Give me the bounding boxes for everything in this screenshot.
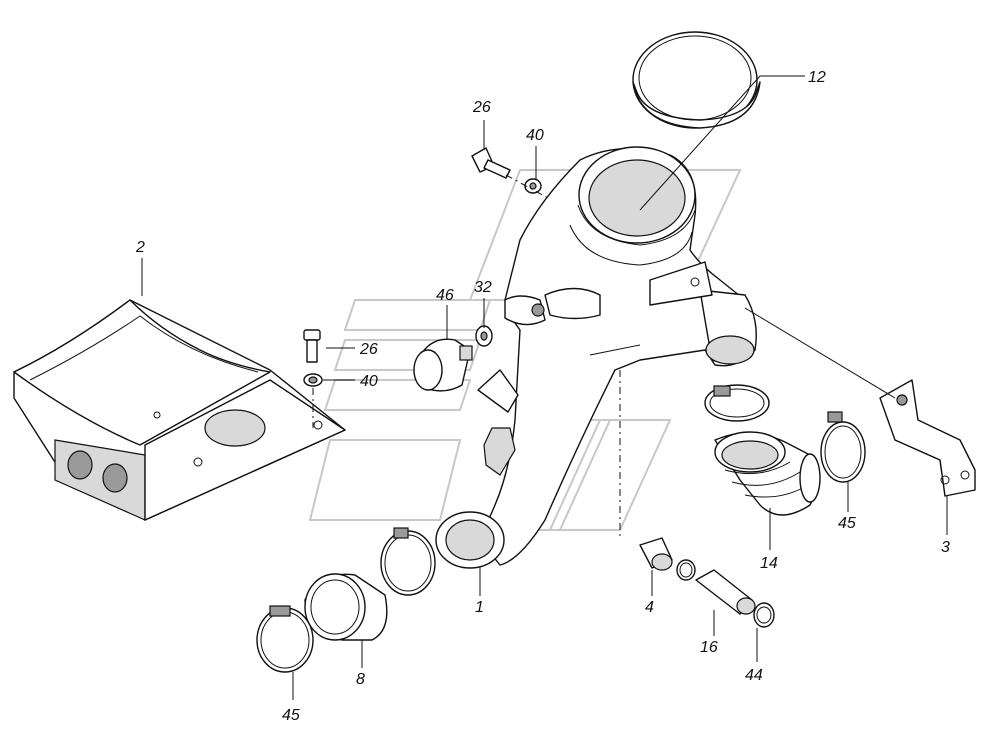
callout-45-right: 45 xyxy=(838,515,856,532)
part-40-washer-top xyxy=(524,178,542,194)
part-2-heat-shield xyxy=(13,299,346,521)
part-26-bolt-left xyxy=(303,329,321,363)
callout-45-bottom: 45 xyxy=(282,707,300,724)
part-40-washer-left xyxy=(303,373,323,387)
callout-46: 46 xyxy=(436,287,454,304)
part-26-bolt-top xyxy=(471,147,511,179)
callout-44: 44 xyxy=(745,667,763,684)
callout-16: 16 xyxy=(700,639,718,656)
callout-26-top: 26 xyxy=(472,99,491,116)
part-44-clamp xyxy=(753,602,775,628)
callout-4: 4 xyxy=(645,599,654,616)
callout-12: 12 xyxy=(808,69,826,86)
callout-2: 2 xyxy=(135,239,145,256)
part-16-tube xyxy=(695,569,756,615)
part-45-clamp-left-upper xyxy=(380,527,436,596)
callout-40-top: 40 xyxy=(526,127,544,144)
callout-1: 1 xyxy=(475,599,484,616)
part-45-clamp-right xyxy=(820,411,866,483)
part-12-cap xyxy=(632,31,761,129)
part-32-washer xyxy=(475,325,493,347)
part-4-fitting xyxy=(639,537,673,571)
part-45-clamp-upper-right xyxy=(704,384,770,422)
part-3-bracket xyxy=(879,379,976,497)
callout-14: 14 xyxy=(760,555,778,572)
callout-32: 32 xyxy=(474,279,492,296)
part-46-rubber-cushion xyxy=(413,338,473,392)
leader-lines xyxy=(141,75,948,700)
part-8-hose xyxy=(304,573,388,641)
callout-26-left: 26 xyxy=(359,341,378,358)
callout-40-left: 40 xyxy=(360,373,378,390)
part-45-clamp-bottom xyxy=(256,605,314,673)
part-45-small-clamp xyxy=(676,559,696,581)
part-14-elbow-hose xyxy=(714,431,821,516)
callout-3: 3 xyxy=(941,539,950,556)
callout-labels: 2 12 26 40 26 40 46 32 1 4 16 44 14 45 3… xyxy=(135,69,950,724)
part-1-intake-pipe xyxy=(435,146,757,569)
callout-8: 8 xyxy=(356,671,365,688)
axis-line-top-bolt xyxy=(505,174,571,211)
